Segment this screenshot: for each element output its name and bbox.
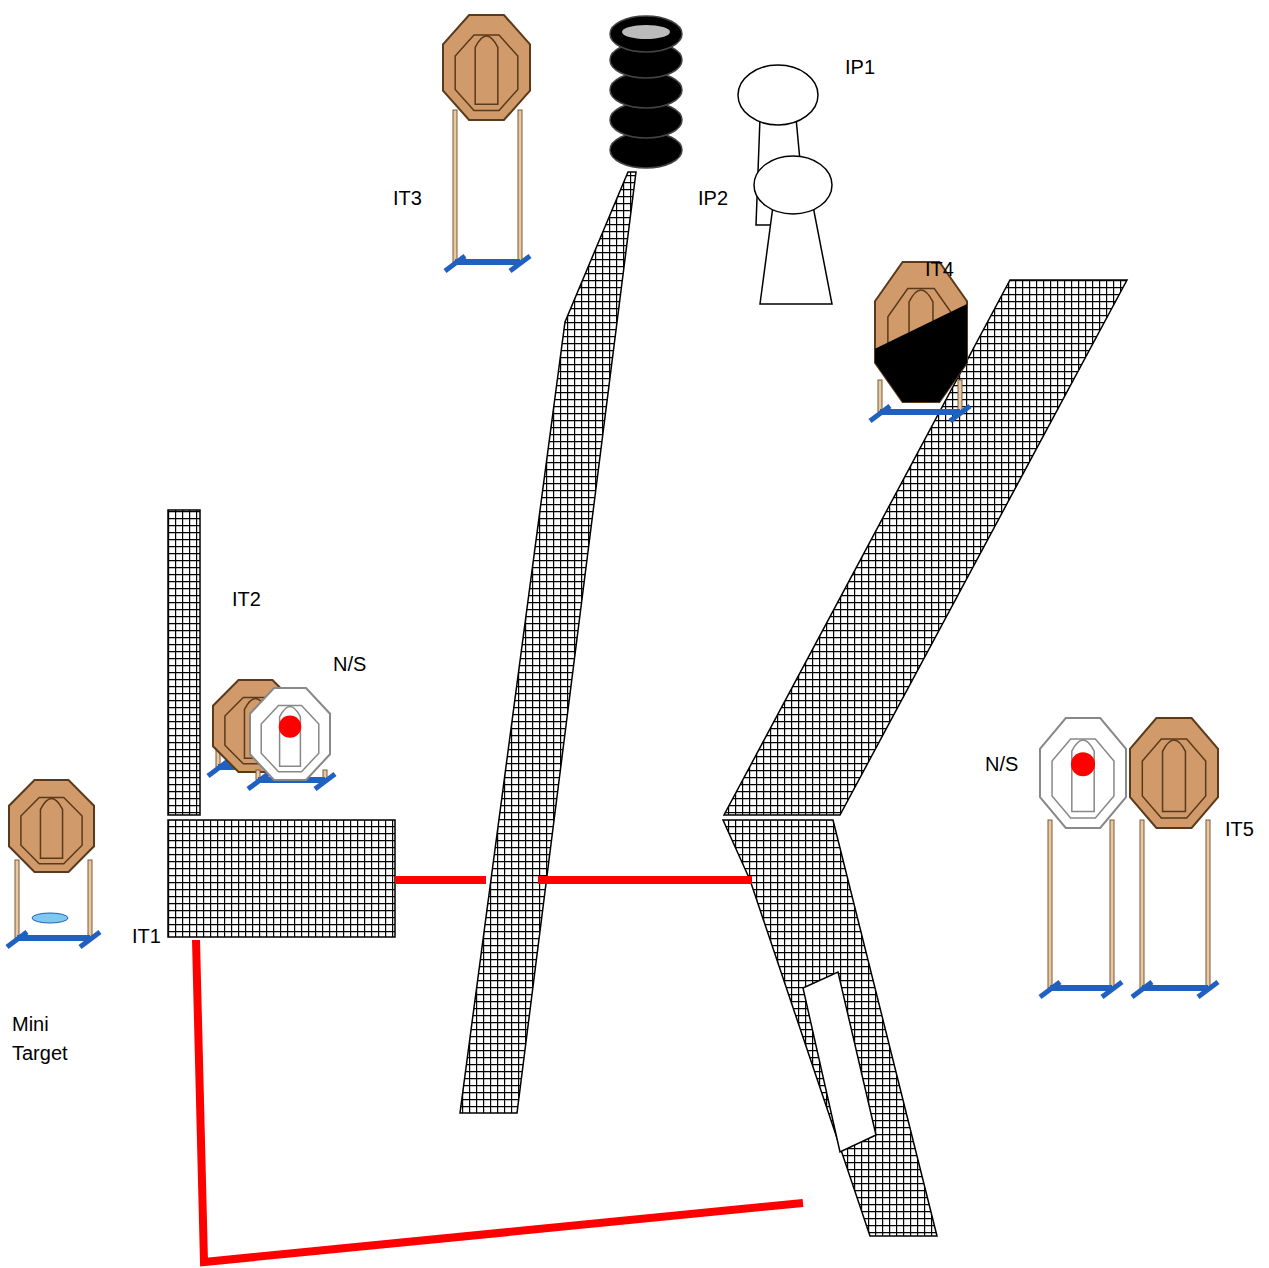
- target-label: IT3: [393, 184, 422, 213]
- stand-foot: [950, 406, 970, 421]
- target-zone: [1072, 740, 1094, 812]
- no-shoot-dot: [1071, 752, 1095, 776]
- no-shoot-dot: [279, 715, 301, 737]
- stand-post: [1206, 820, 1210, 988]
- target-zone: [475, 36, 498, 104]
- target-label: IT4: [925, 255, 954, 284]
- target-label: IP2: [698, 184, 728, 213]
- stand-foot: [1102, 982, 1122, 997]
- stand-foot: [7, 932, 27, 947]
- stand-foot: [248, 774, 268, 789]
- target-label: Mini Target: [12, 1010, 84, 1068]
- stand-foot: [445, 256, 465, 271]
- target-face: [1040, 718, 1126, 828]
- stand-foot: [1040, 982, 1060, 997]
- hard-cover: [875, 304, 967, 402]
- stand-foot: [1198, 982, 1218, 997]
- target-label: IT5: [1225, 815, 1254, 844]
- stand-foot: [208, 761, 228, 776]
- popper-head: [738, 65, 818, 125]
- target-face: [875, 262, 967, 402]
- target-zone: [40, 798, 62, 858]
- popper-head: [754, 156, 832, 214]
- tire-hole: [622, 25, 670, 39]
- target-label: IT2: [232, 585, 261, 614]
- stand-post: [15, 860, 19, 938]
- target-zone: [21, 797, 82, 863]
- stand-foot: [510, 256, 530, 271]
- stand-foot: [870, 406, 890, 421]
- tire: [610, 16, 682, 52]
- target-zone: [455, 35, 518, 111]
- stand-post: [878, 380, 882, 412]
- stand-base: [1142, 985, 1208, 991]
- mesh-walls: [168, 172, 1127, 1236]
- target-face: [443, 15, 530, 120]
- stand-base: [1050, 985, 1112, 991]
- target-zone: [280, 706, 301, 766]
- target-zone: [1163, 740, 1186, 812]
- mini-mount: [32, 913, 68, 923]
- stand-post: [1048, 820, 1052, 988]
- props: [7, 15, 1218, 997]
- target-face: [9, 780, 94, 872]
- paper-target: [875, 262, 967, 402]
- target-stand: [7, 860, 100, 947]
- target-stand: [1040, 820, 1122, 997]
- stand-foot: [315, 774, 335, 789]
- target-label: N/S: [985, 750, 1018, 779]
- stand-post: [518, 110, 522, 262]
- wall: [168, 510, 200, 815]
- stand-post: [88, 860, 92, 938]
- stand-post: [1140, 820, 1144, 988]
- stand-base: [455, 259, 520, 265]
- wall-port: [803, 972, 876, 1152]
- stand-post: [453, 110, 457, 262]
- stand-foot: [1132, 982, 1152, 997]
- target-face: [250, 688, 330, 780]
- fault-line: [395, 876, 486, 884]
- no-shoot-target: [250, 688, 330, 780]
- stand-base: [880, 409, 960, 415]
- target-face: [1130, 718, 1218, 828]
- popper-neck: [775, 206, 812, 208]
- paper-target: [1130, 718, 1218, 828]
- target-stand: [445, 110, 530, 271]
- target-label: IP1: [845, 53, 875, 82]
- fault-line: [196, 940, 803, 1262]
- wall: [723, 820, 937, 1236]
- target-label: IT1: [132, 922, 161, 951]
- target-zone: [261, 705, 319, 771]
- popper-body: [760, 206, 832, 304]
- target-stand: [1132, 820, 1218, 997]
- wall: [460, 172, 636, 1113]
- fault-lines: [196, 880, 803, 1262]
- paper-target: [9, 780, 94, 872]
- fault-line: [538, 876, 752, 884]
- stand-post: [1110, 820, 1114, 988]
- popper: [754, 156, 832, 304]
- popper-neck: [762, 117, 795, 120]
- paper-target: [443, 15, 530, 120]
- wall: [168, 820, 395, 937]
- stand-foot: [80, 932, 100, 947]
- stand-base: [17, 935, 90, 941]
- stand-post: [958, 380, 962, 412]
- target-label: N/S: [333, 650, 366, 679]
- no-shoot-target: [1040, 718, 1126, 828]
- tire-stack: [610, 16, 682, 168]
- target-zone: [1052, 739, 1114, 818]
- target-zone: [1142, 739, 1205, 818]
